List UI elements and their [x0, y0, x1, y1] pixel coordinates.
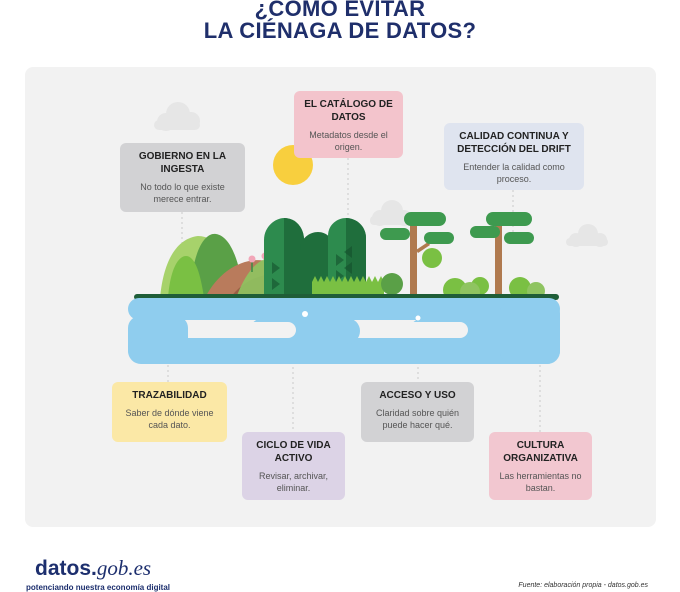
card-cultura: CULTURA ORGANIZATIVA Las herramientas no… — [489, 432, 592, 500]
card-cultura-text: Las herramientas no bastan. — [499, 471, 582, 493]
card-acceso-heading: ACCESO Y USO — [379, 390, 456, 401]
card-trazabilidad-heading: TRAZABILIDAD — [132, 390, 207, 401]
card-ciclo: CICLO DE VIDA ACTIVO Revisar, archivar, … — [242, 432, 345, 500]
card-calidad-text: Entender la calidad como proceso. — [463, 162, 565, 184]
source-note: Fuente: elaboración propia - datos.gob.e… — [518, 582, 648, 589]
water — [128, 298, 560, 364]
infographic-title: ¿CÓMO EVITAR LA CIÉNAGA DE DATOS? — [0, 0, 680, 42]
title-line-2: LA CIÉNAGA DE DATOS? — [203, 18, 477, 43]
card-cultura-heading: CULTURA ORGANIZATIVA — [503, 440, 578, 464]
card-catalogo-heading: EL CATÁLOGO DE DATOS — [304, 99, 393, 123]
card-catalogo-text: Metadatos desde el origen. — [309, 130, 388, 152]
card-acceso-text: Claridad sobre quién puede hacer qué. — [375, 408, 460, 430]
card-catalogo: EL CATÁLOGO DE DATOS Metadatos desde el … — [294, 91, 403, 158]
title-line-1: ¿CÓMO EVITAR — [254, 0, 426, 21]
tree-icon — [470, 212, 534, 300]
cloud-icon — [566, 224, 608, 247]
card-acceso: ACCESO Y USO Claridad sobre quién puede … — [361, 382, 474, 442]
tree-icon — [380, 212, 454, 300]
logo-italic: gob.es — [96, 556, 152, 580]
water-gaps — [196, 322, 468, 338]
cloud-icon — [154, 102, 200, 131]
card-trazabilidad-text: Saber de dónde viene cada dato. — [125, 408, 214, 430]
logo-bold: datos. — [35, 557, 97, 580]
card-calidad-heading: CALIDAD CONTINUA Y DETECCIÓN DEL DRIFT — [457, 131, 571, 155]
card-calidad: CALIDAD CONTINUA Y DETECCIÓN DEL DRIFT E… — [444, 123, 584, 190]
card-gobierno-text: No todo lo que existe merece entrar. — [140, 182, 225, 204]
bubbles — [302, 311, 421, 321]
card-trazabilidad: TRAZABILIDAD Saber de dónde viene cada d… — [112, 382, 227, 442]
card-ciclo-heading: CICLO DE VIDA ACTIVO — [256, 440, 331, 464]
card-ciclo-text: Revisar, archivar, eliminar. — [258, 471, 329, 493]
forest — [264, 218, 366, 298]
card-gobierno-heading: GOBIERNO EN LA INGESTA — [138, 151, 227, 175]
datos-gob-logo[interactable]: datos.gob.es — [35, 556, 151, 581]
card-gobierno: GOBIERNO EN LA INGESTA No todo lo que ex… — [120, 143, 245, 212]
logo-tagline: potenciando nuestra economía digital — [26, 583, 171, 592]
